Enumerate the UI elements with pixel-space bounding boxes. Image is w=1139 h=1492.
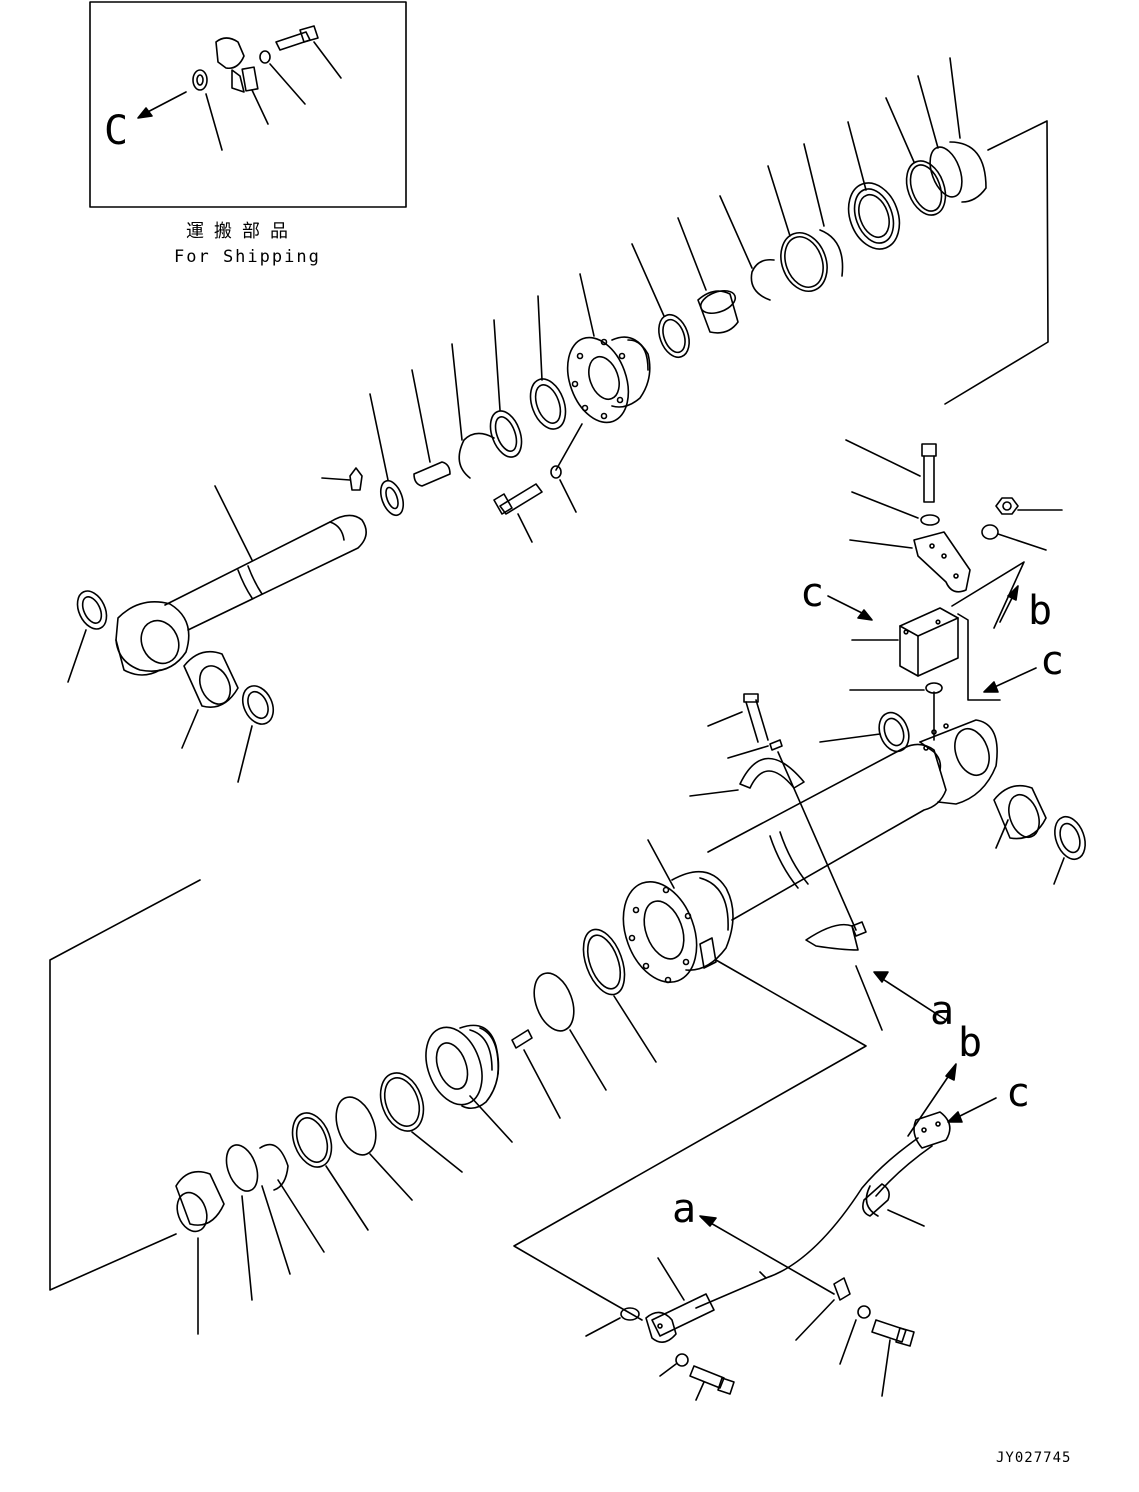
- tube-dust-seal: [1054, 815, 1086, 861]
- callout-c-1: c: [800, 570, 824, 616]
- piston-o-ring-2: [533, 972, 575, 1032]
- hose-assembly: [585, 1063, 997, 1401]
- inset-callout-label: C: [104, 108, 128, 154]
- hose-flange: [913, 1111, 951, 1149]
- inset-small-washer: [259, 50, 271, 64]
- rod-eye: [115, 601, 190, 672]
- inset-title-english: For Shipping: [174, 247, 321, 267]
- pipe-clamp: [739, 757, 805, 789]
- clip-washer: [857, 1305, 871, 1319]
- callout-a-1: a: [930, 988, 954, 1034]
- tube-eye: [919, 719, 998, 805]
- lock-ring: [379, 479, 405, 517]
- fitting-o-ring: [620, 1307, 640, 1321]
- callout-b-1: b: [1028, 588, 1052, 634]
- callout-b-2: b: [958, 1020, 982, 1066]
- wear-ring-1: [379, 1072, 425, 1132]
- clamp-nut: [769, 739, 783, 751]
- drawing-code: JY027745: [996, 1450, 1071, 1466]
- dust-seal-left: [76, 590, 108, 630]
- head-bushing: [697, 290, 739, 334]
- cylinder-tube: [622, 693, 1086, 1031]
- valve-mount-assembly: [827, 439, 1063, 741]
- backup-ring-2: [225, 1144, 259, 1192]
- piston-assembly: [49, 879, 867, 1335]
- piston-nut: [175, 1170, 225, 1226]
- callout-c-3: c: [1006, 1070, 1030, 1116]
- mount-plate: [913, 531, 971, 593]
- fitting-washer: [675, 1353, 689, 1367]
- bearing: [529, 378, 567, 430]
- hydraulic-hose: [695, 1137, 919, 1309]
- fitting-bolt: [689, 1365, 725, 1389]
- head-washer: [550, 465, 562, 479]
- piston: [425, 1024, 500, 1110]
- callout-c-2: c: [1040, 638, 1064, 684]
- bracket-washer: [920, 514, 940, 526]
- nut: [995, 497, 1019, 515]
- nut-washer: [981, 524, 999, 540]
- piston-rod-assembly: [67, 57, 1049, 783]
- shipping-parts-inset: [89, 1, 407, 208]
- piston-rod: [164, 514, 367, 631]
- backup-ring: [819, 229, 844, 277]
- rod-bushing: [183, 650, 239, 708]
- safety-valve: [899, 607, 959, 677]
- inset-washer: [192, 69, 208, 91]
- clip-bolt: [871, 1319, 907, 1343]
- stopper-pin: [413, 461, 451, 487]
- buffer-ring: [489, 410, 523, 458]
- rod-packing: [658, 313, 690, 359]
- tube-flange: [622, 880, 698, 984]
- clamp-bolt: [743, 693, 759, 703]
- retainer-ring: [949, 141, 987, 203]
- tube-bushing: [993, 784, 1047, 840]
- inset-lock-plate: [215, 37, 245, 70]
- cylinder-head: [566, 336, 651, 424]
- pipe-clamp-lower: [805, 923, 859, 951]
- piston-o-ring-1: [582, 928, 626, 996]
- tube-body: [707, 743, 947, 921]
- seal-ring: [905, 160, 947, 216]
- o-ring-1: [780, 232, 828, 292]
- hose-elbow: [862, 1183, 890, 1217]
- hose-end-fitting: [651, 1293, 715, 1337]
- dust-seal-right: [241, 685, 275, 725]
- tube-seal-top: [878, 711, 910, 753]
- piston-set-screw: [511, 1029, 533, 1049]
- callout-a-2: a: [672, 1186, 696, 1232]
- hose-clip: [833, 1277, 851, 1301]
- inset-frame: [89, 1, 407, 208]
- piston-ring: [291, 1112, 333, 1168]
- dust-seal: [847, 182, 901, 250]
- head-bolt: [499, 483, 543, 515]
- grease-nipple: [349, 467, 363, 491]
- inset-title-japanese: 運搬部品: [186, 221, 298, 242]
- snap-ring-2: [750, 258, 775, 301]
- bracket-bolt: [921, 443, 937, 457]
- snap-ring-3: [259, 1143, 289, 1191]
- wear-ring-2: [335, 1096, 377, 1156]
- snap-ring-1: [458, 432, 495, 479]
